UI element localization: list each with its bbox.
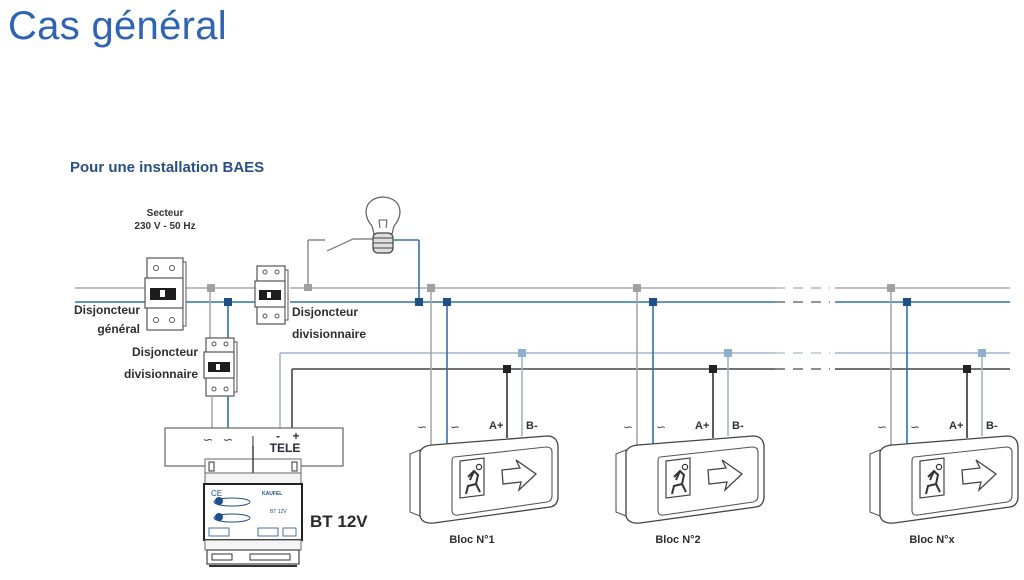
module-label: BT 12V [310, 512, 368, 531]
main-breaker [144, 257, 187, 331]
branch-breaker-2-label-line2: divisionnaire [124, 367, 198, 381]
bt12v-module: CE KAUFEL BT 12V [203, 446, 303, 567]
terminal-a-plus: A+ [489, 420, 503, 432]
exit-sign-face [451, 446, 553, 516]
tele-minus-node [724, 349, 732, 357]
phase-node [887, 284, 895, 292]
tele-plus-node [709, 365, 717, 373]
phase-node [207, 284, 215, 292]
terminal-a-plus: A+ [949, 420, 963, 432]
terminal-ac-1: ∽ [417, 420, 427, 434]
module-brand: KAUFEL [262, 491, 282, 497]
terminal-plus: + [292, 429, 299, 443]
lightbulb-icon [365, 196, 401, 254]
terminal-ac-2: ∽ [910, 420, 920, 434]
terminal-b-minus: B- [732, 420, 744, 432]
baes-block: ∽ ∽ A+ B- Bloc N°2 [615, 284, 765, 546]
block-name: Bloc N°x [909, 534, 955, 546]
baes-block: ∽ ∽ A+ B- Bloc N°1 [409, 284, 559, 546]
neutral-node [649, 298, 657, 306]
branch-breaker-lighting [254, 265, 289, 325]
branch-breaker-baes [203, 284, 238, 430]
running-man-icon [919, 457, 945, 499]
terminal-ac-2: ∽ [450, 420, 460, 434]
terminal-b-minus: B- [986, 420, 998, 432]
tele-plus-node [503, 365, 511, 373]
running-man-icon [665, 457, 691, 499]
terminal-ac-2: ∽ [656, 420, 666, 434]
tele-plus-bus [291, 368, 1010, 432]
lamp-circuit [304, 196, 423, 306]
branch-breaker-2-label-line1: Disjoncteur [132, 345, 198, 359]
diagram-subtitle: Pour une installation BAES [70, 159, 265, 176]
arrow-right-icon [501, 459, 538, 492]
tele-label: TELE [270, 441, 301, 455]
terminal-ac-1: ∽ [203, 432, 214, 447]
terminal-ac-1: ∽ [623, 420, 633, 434]
arrow-right-icon [961, 459, 998, 492]
running-man-icon [459, 457, 485, 499]
main-breaker-label-line2: général [97, 322, 140, 336]
switch-icon [326, 238, 354, 252]
mains-label-line2: 230 V - 50 Hz [134, 221, 195, 232]
arrow-right-icon [707, 459, 744, 492]
baes-blocks: ∽ ∽ A+ B- Bloc N°1 ∽ ∽ A+ B- Bloc N°2 ∽ ∽ A+ B- Bloc N… [409, 284, 1019, 546]
ce-mark: CE [211, 489, 222, 498]
terminal-ac-2: ∽ [223, 432, 234, 447]
block-name: Bloc N°1 [449, 534, 494, 546]
branch-breaker-1-label-line2: divisionnaire [292, 327, 366, 341]
terminal-minus: - [276, 429, 280, 443]
tele-minus-bus [279, 352, 1010, 432]
tele-minus-node [978, 349, 986, 357]
neutral-node [224, 298, 232, 306]
main-breaker-label-line1: Disjoncteur [74, 303, 140, 317]
branch-breaker-1-label-line1: Disjoncteur [292, 305, 358, 319]
exit-sign-face [657, 446, 759, 516]
mains-label-line1: Secteur [147, 208, 184, 219]
phase-node [633, 284, 641, 292]
baes-block: ∽ ∽ A+ B- Bloc N°x [869, 284, 1019, 546]
tele-plus-node [963, 365, 971, 373]
phase-node [427, 284, 435, 292]
page-title: Cas général [8, 4, 227, 48]
tele-minus-node [518, 349, 526, 357]
terminal-ac-1: ∽ [877, 420, 887, 434]
terminal-a-plus: A+ [695, 420, 709, 432]
neutral-node [443, 298, 451, 306]
terminal-b-minus: B- [526, 420, 538, 432]
terminal-separator: | [251, 433, 255, 449]
block-name: Bloc N°2 [655, 534, 700, 546]
module-spec: BT 12V [270, 509, 287, 515]
neutral-node [903, 298, 911, 306]
exit-sign-face [911, 446, 1013, 516]
